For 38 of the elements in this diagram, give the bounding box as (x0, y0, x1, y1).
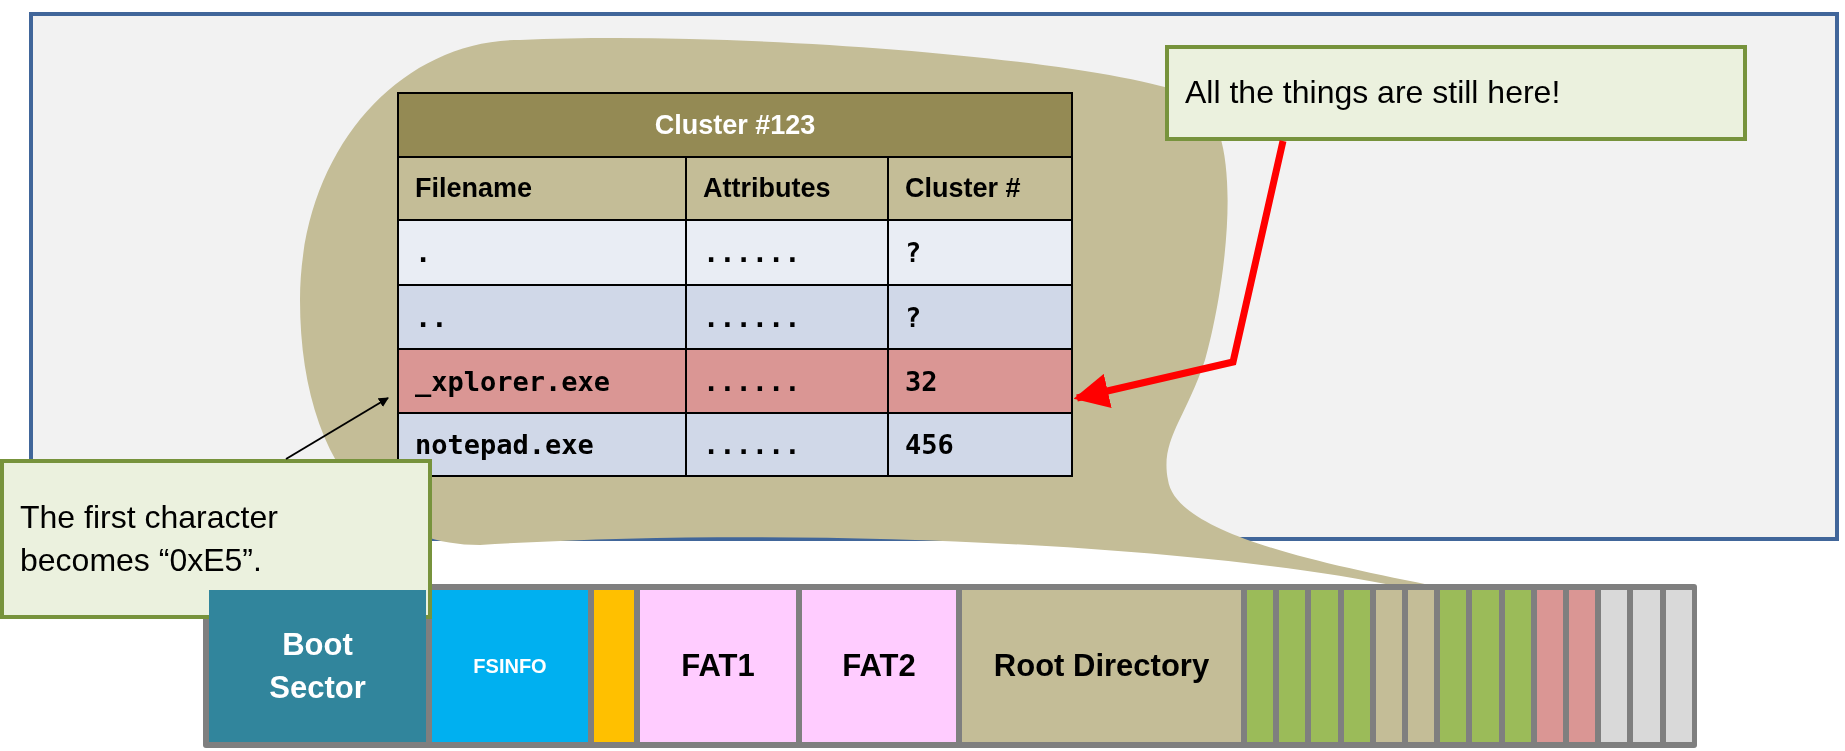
callout-box: The first character becomes “0xE5”. (0, 459, 432, 619)
cluster-block (1408, 590, 1435, 742)
table-cell: .. (397, 284, 687, 350)
cluster-block (1569, 590, 1596, 742)
cluster-block (1247, 590, 1274, 742)
disk-region (594, 590, 634, 742)
disk-region: FSINFO (432, 590, 588, 742)
table-title: Cluster #123 (397, 92, 1073, 158)
callout-box: All the things are still here! (1165, 45, 1747, 141)
arrow (1073, 140, 1287, 408)
cluster-block (1633, 590, 1660, 742)
cluster-block (1601, 590, 1628, 742)
disk-region: Root Directory (962, 590, 1241, 742)
cluster-block (1472, 590, 1499, 742)
table-cell: 456 (887, 412, 1073, 477)
table-cell: ...... (685, 284, 889, 350)
cluster-block (1504, 590, 1531, 742)
table-cell: ...... (685, 219, 889, 286)
cluster-block (1375, 590, 1402, 742)
arrow (285, 397, 389, 460)
cluster-block (1665, 590, 1692, 742)
table-cell: ? (887, 219, 1073, 286)
table-cell: ...... (685, 348, 889, 414)
table-cell: ? (887, 284, 1073, 350)
disk-region: Boot Sector (209, 590, 426, 742)
cluster-block (1343, 590, 1370, 742)
cluster-block (1440, 590, 1467, 742)
table-cell: notepad.exe (397, 412, 687, 477)
table-row (397, 348, 1073, 414)
cluster-block (1536, 590, 1563, 742)
disk-region: FAT1 (640, 590, 796, 742)
table-cell: . (397, 219, 687, 286)
table-cell: 32 (887, 348, 1073, 414)
table-cell: _xplorer.exe (397, 348, 687, 414)
table-cell: ...... (685, 412, 889, 477)
cluster-block (1279, 590, 1306, 742)
cluster-block (1311, 590, 1338, 742)
disk-region: FAT2 (802, 590, 956, 742)
